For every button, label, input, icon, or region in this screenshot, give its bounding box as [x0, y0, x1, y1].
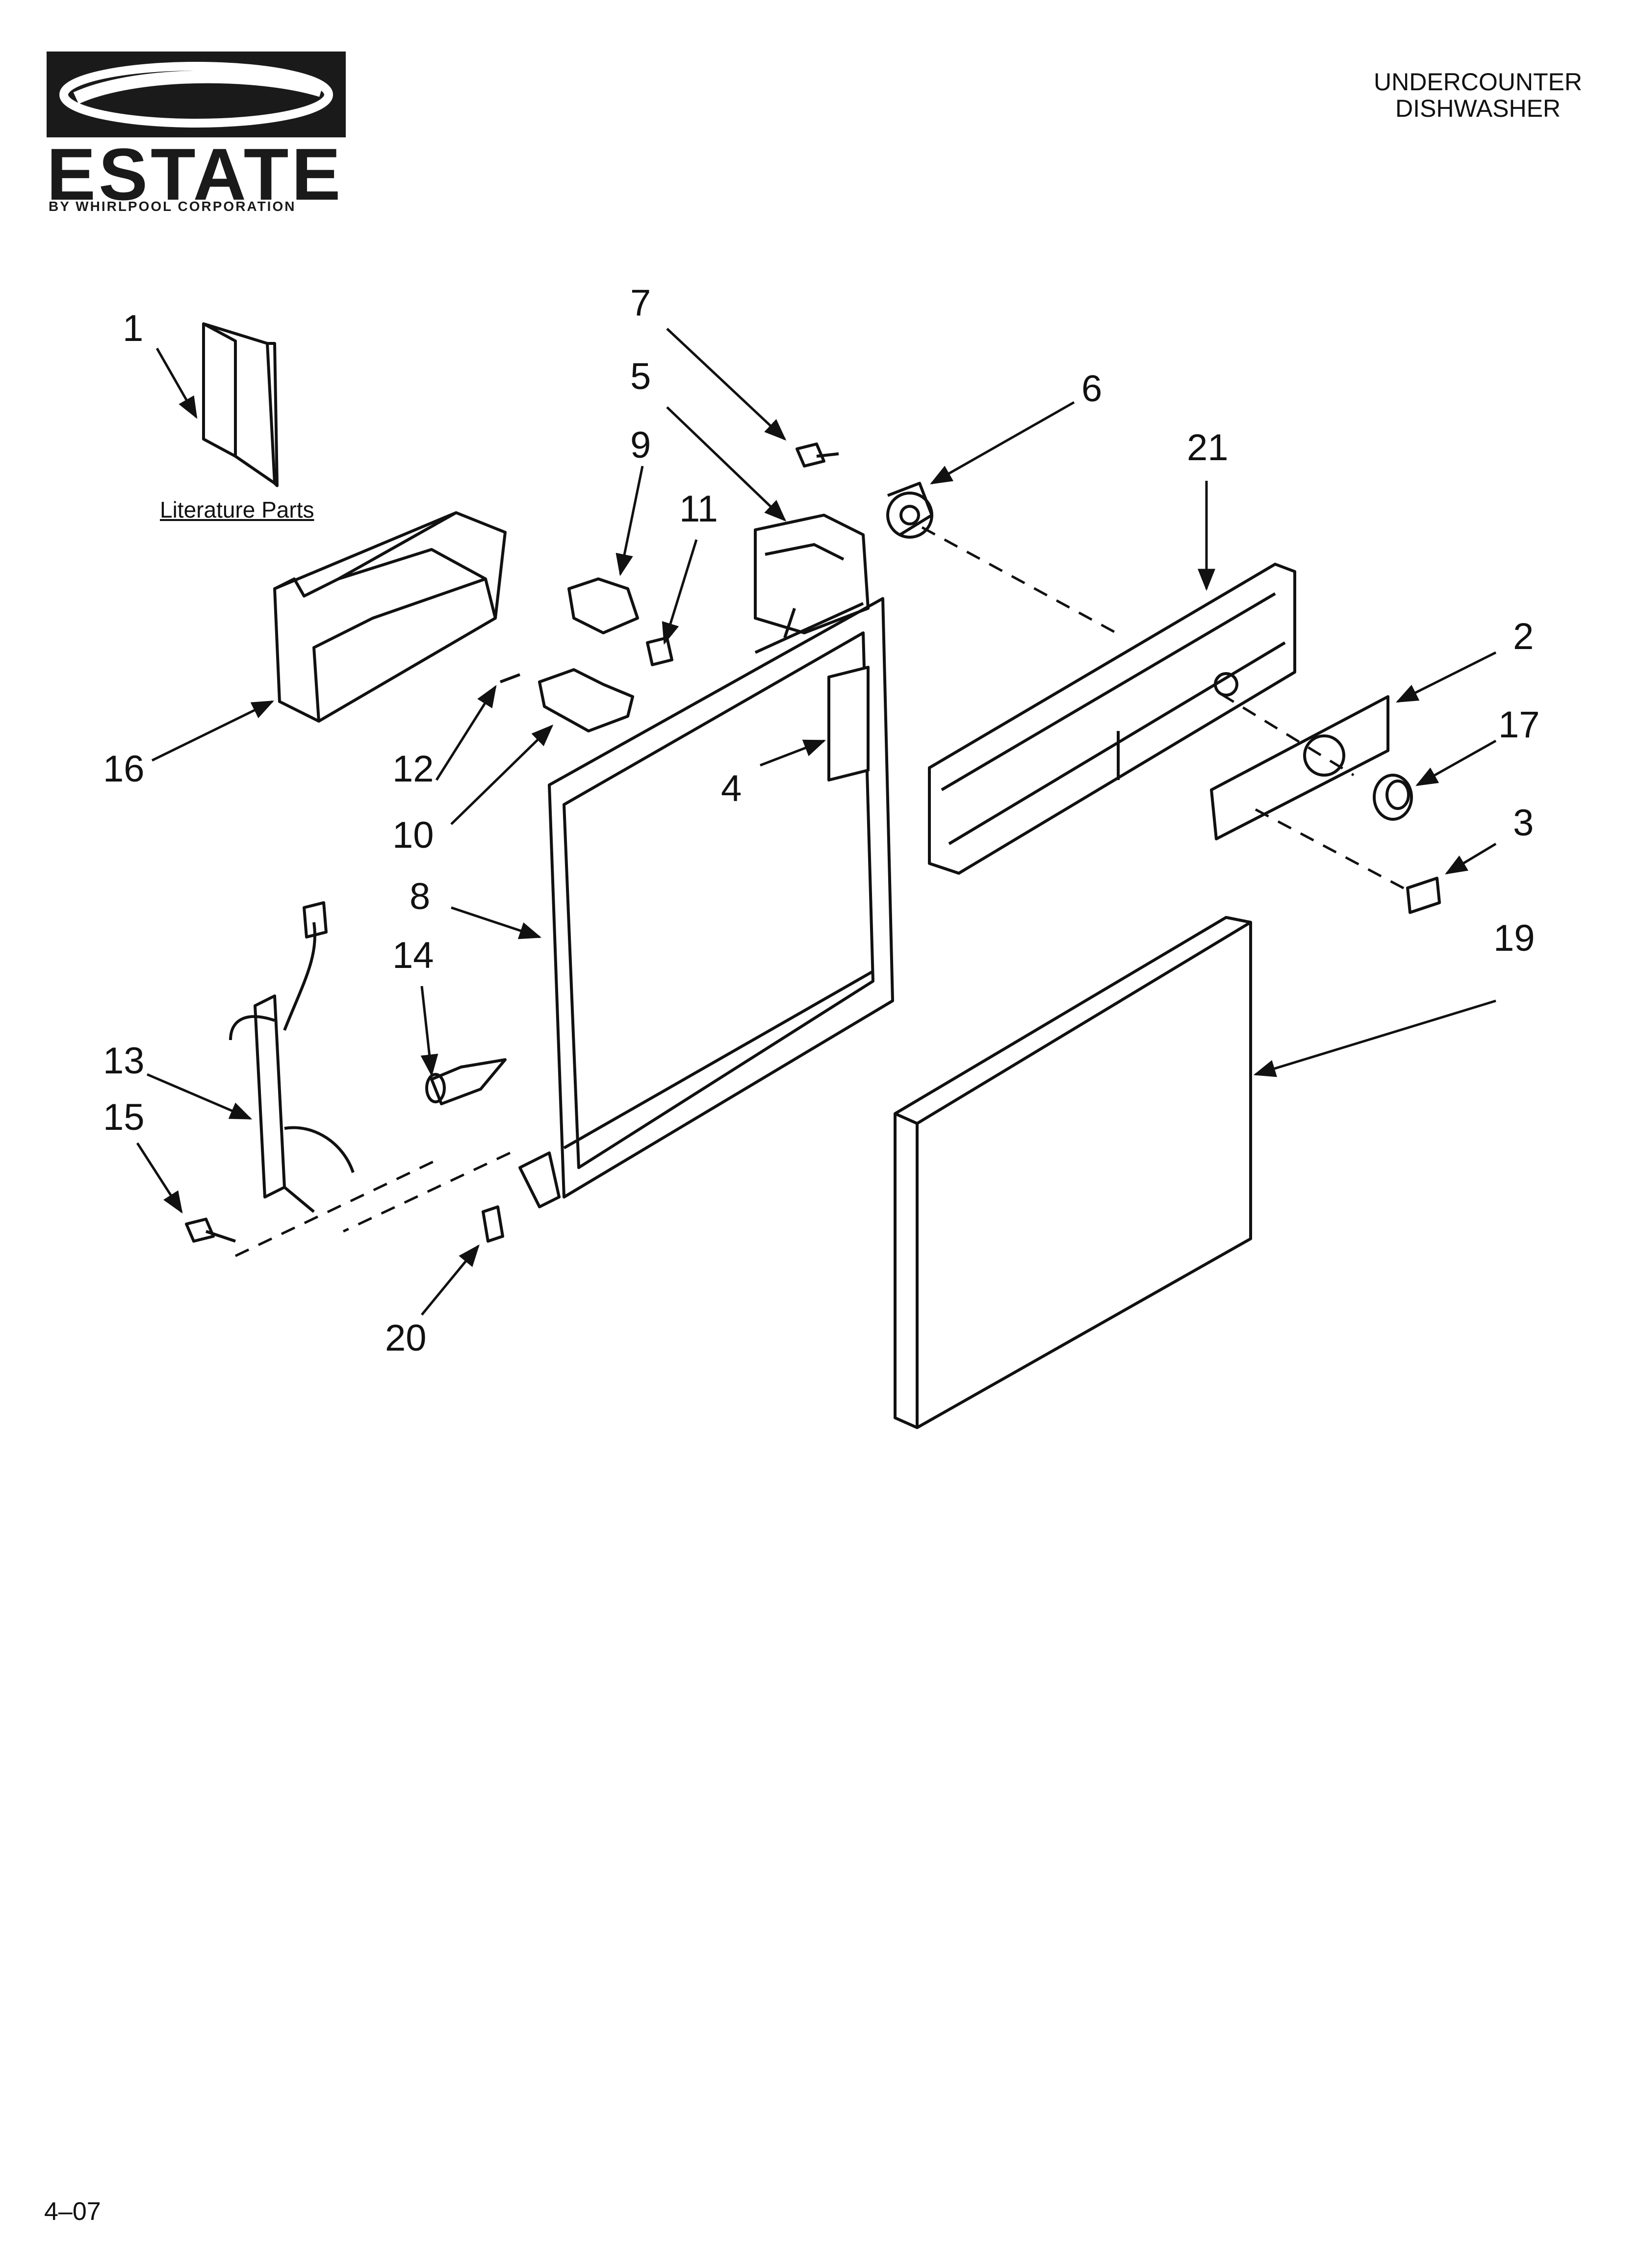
callout-5: 5 [630, 356, 651, 397]
part-control-panel [928, 563, 1296, 875]
logo-subline: BY WHIRLPOOL CORPORATION [49, 199, 296, 214]
footer-page-code: 4–07 [44, 2197, 101, 2226]
callout-13: 13 [103, 1040, 145, 1082]
part-screw-7 [795, 443, 839, 468]
callout-17: 17 [1498, 704, 1540, 746]
callout-3: 3 [1513, 802, 1534, 844]
callout-2: 2 [1513, 616, 1534, 657]
callout-8: 8 [410, 876, 431, 917]
part-clip-20 [482, 1205, 504, 1243]
callout-6: 6 [1081, 368, 1103, 410]
part-grommet-14 [425, 1058, 507, 1105]
assembly-lines [234, 526, 1413, 1257]
part-switch-3 [1406, 877, 1441, 914]
callout-15: 15 [103, 1096, 145, 1138]
callout-12: 12 [392, 748, 434, 790]
callout-21: 21 [1187, 427, 1229, 469]
part-door-panel [894, 916, 1252, 1429]
part-small-brackets [499, 577, 673, 732]
callout-7: 7 [630, 282, 651, 324]
callout-10: 10 [392, 814, 434, 856]
part-dial-6 [886, 482, 933, 539]
callout-19: 19 [1493, 917, 1535, 959]
product-title-line2: DISHWASHER [1395, 95, 1561, 122]
part-knob-17 [1373, 774, 1413, 821]
product-title: UNDERCOUNTER DISHWASHER [1374, 69, 1582, 122]
logo-emblem [47, 52, 346, 137]
callout-4: 4 [721, 768, 742, 809]
callout-1: 1 [123, 308, 144, 349]
literature-booklet [202, 322, 279, 487]
callout-20: 20 [385, 1317, 427, 1359]
leader-lines [136, 328, 1497, 1316]
part-cover-shield [273, 511, 507, 723]
part-overlay-2 [1210, 695, 1389, 840]
estate-logo: ESTATE BY WHIRLPOOL CORPORATION [47, 52, 346, 215]
callout-11: 11 [679, 488, 718, 530]
part-latch-assembly [754, 514, 870, 638]
part-door-frame [518, 597, 894, 1208]
callout-14: 14 [392, 935, 434, 976]
callout-9: 9 [630, 424, 651, 466]
callout-16: 16 [103, 748, 145, 790]
logo-wordmark: ESTATE [47, 133, 344, 215]
product-title-line1: UNDERCOUNTER [1374, 68, 1582, 96]
part-wire-harness [229, 901, 355, 1213]
part-screw-15 [185, 1218, 236, 1243]
literature-parts-label: Literature Parts [160, 497, 314, 522]
